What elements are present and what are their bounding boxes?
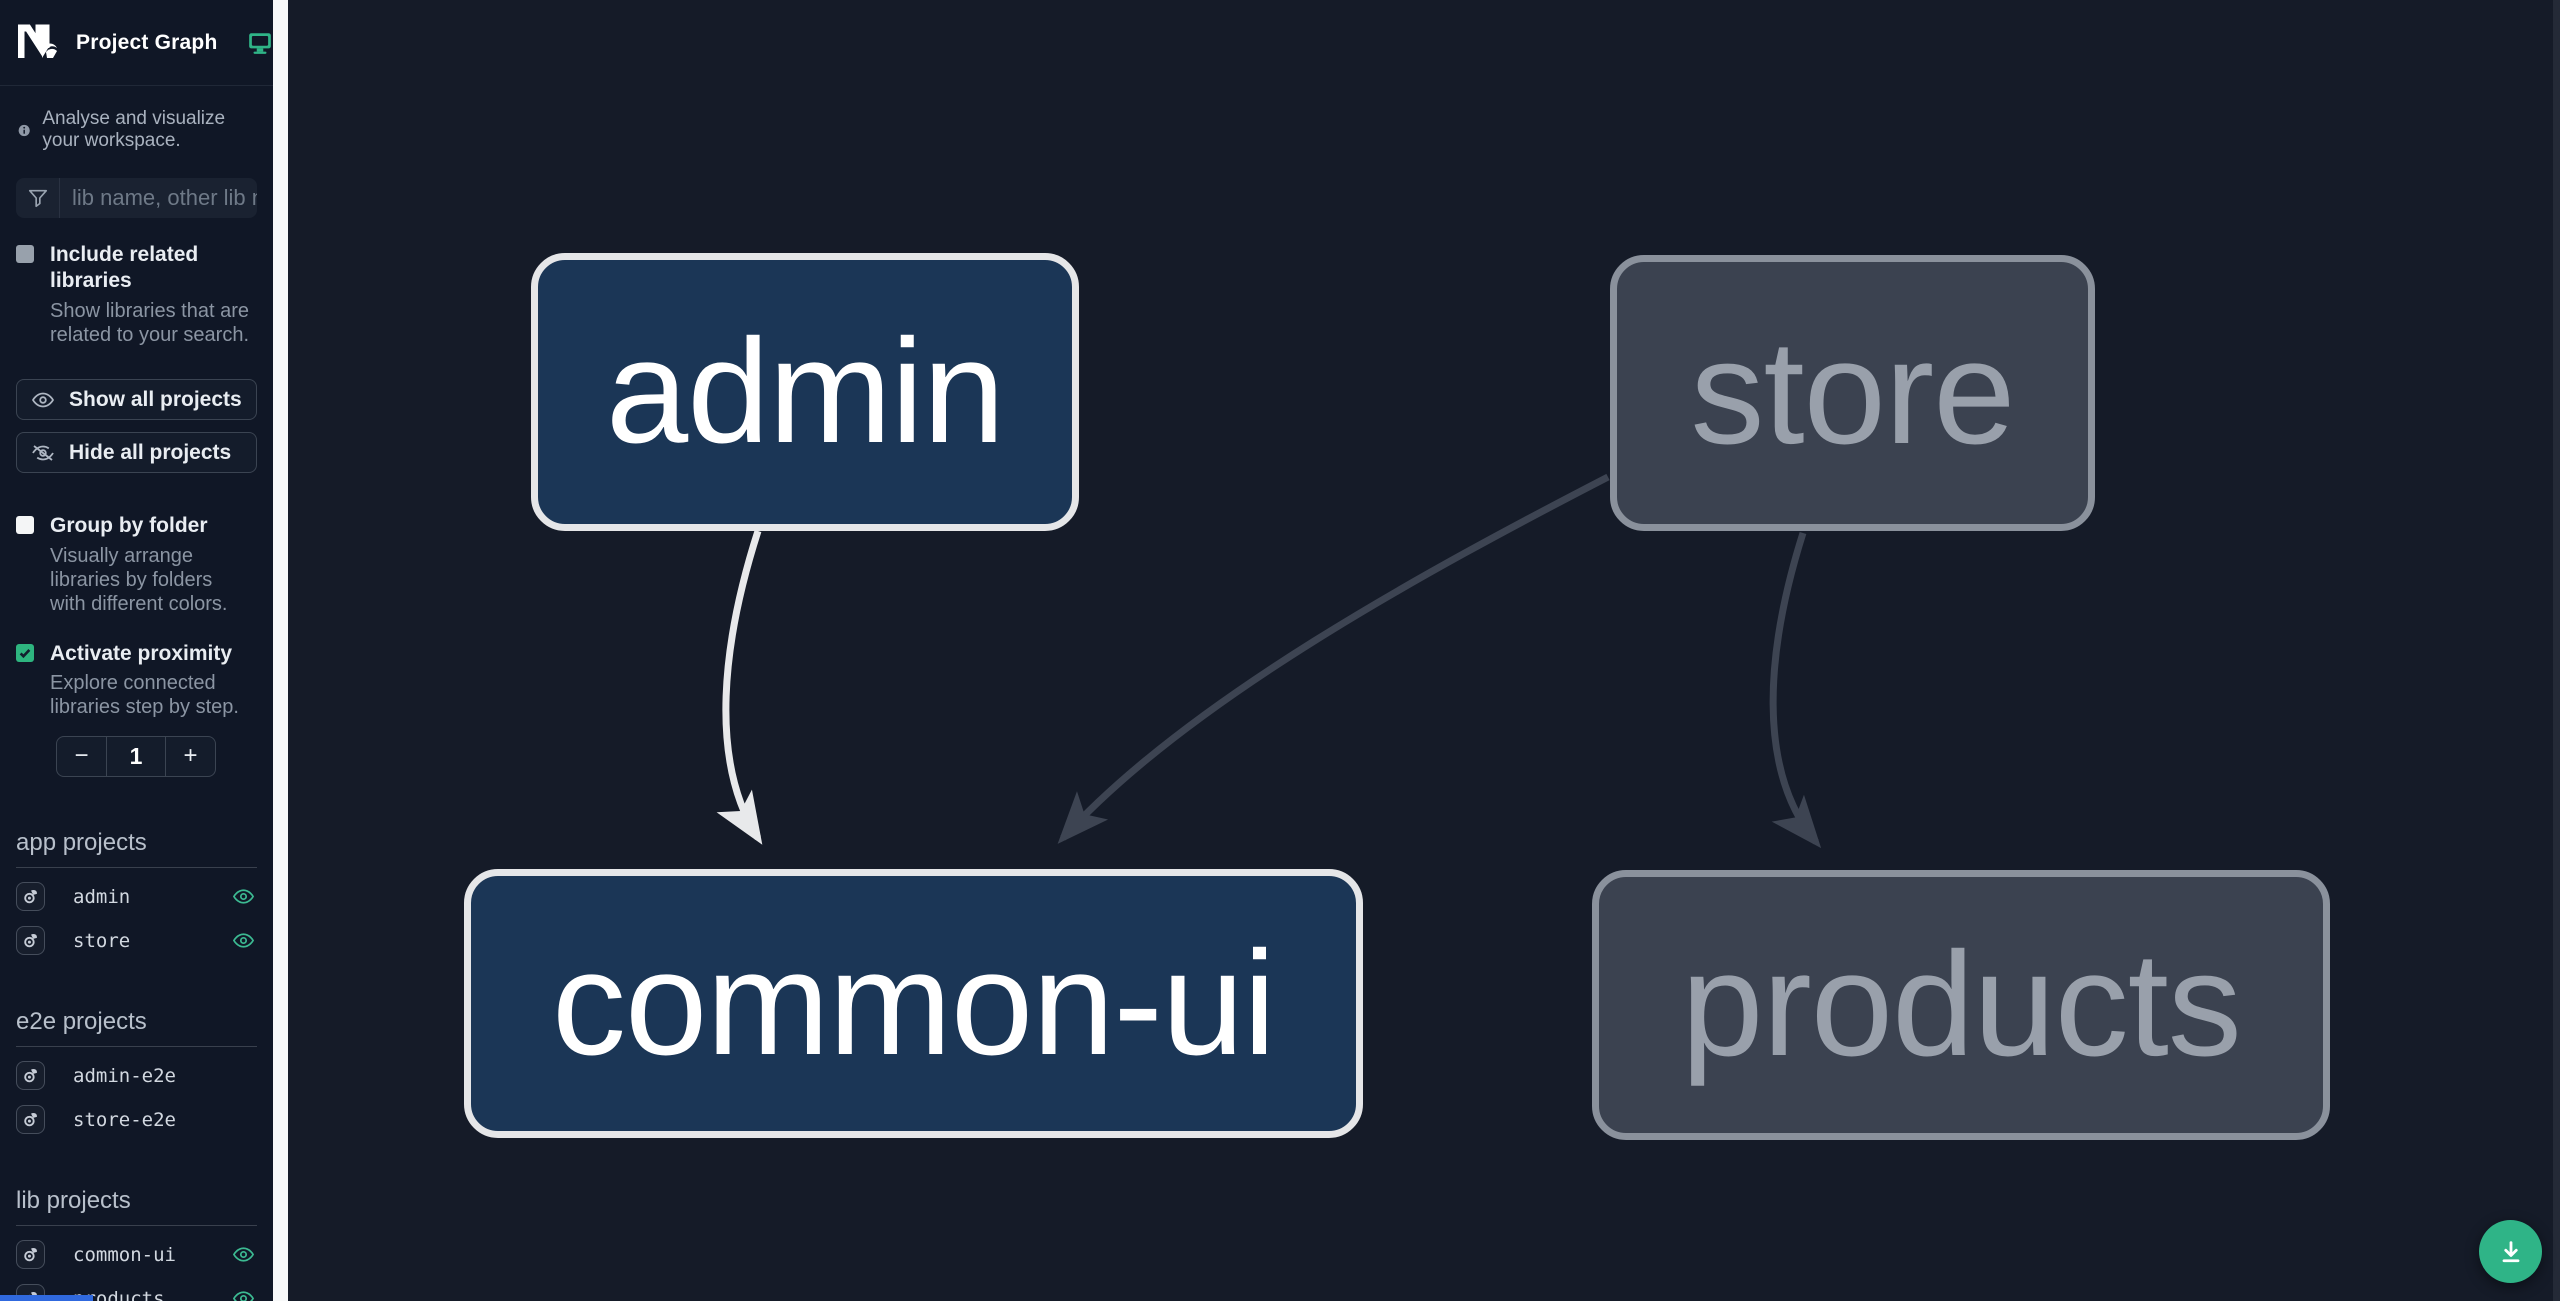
section-lib-projects: lib projects common-ui — [0, 1187, 273, 1301]
project-name[interactable]: store — [73, 929, 131, 952]
eye-icon — [31, 392, 55, 408]
node-label: admin — [605, 309, 1005, 474]
graph-node-admin[interactable]: admin — [531, 253, 1079, 531]
project-name[interactable]: common-ui — [73, 1243, 176, 1266]
graph-node-products[interactable]: products — [1592, 870, 2330, 1140]
proximity-depth-value: 1 — [106, 736, 166, 776]
node-label: common-ui — [552, 920, 1276, 1086]
focus-project-button[interactable] — [16, 1240, 45, 1270]
graph-node-common-ui[interactable]: common-ui — [464, 869, 1363, 1138]
sidebar: Project Graph Analyse and visualize your… — [0, 0, 273, 1301]
horizontal-scrollbar-thumb[interactable] — [0, 1295, 93, 1301]
section-app-projects: app projects admin — [0, 829, 273, 956]
search-box — [16, 178, 257, 218]
activate-proximity-description: Explore connected libraries step by step… — [50, 671, 239, 719]
include-related-label: Include related libraries — [50, 243, 199, 293]
download-graph-button[interactable] — [2479, 1220, 2542, 1283]
group-by-folder-description: Visually arrange libraries by folders wi… — [50, 544, 228, 616]
focus-project-button[interactable] — [16, 1061, 45, 1091]
search-input[interactable] — [60, 178, 257, 218]
project-name[interactable]: store-e2e — [73, 1108, 176, 1131]
group-by-folder-option: Group by folder Visually arrange librari… — [0, 473, 273, 616]
focus-icon — [24, 934, 37, 948]
edge-store-to-products[interactable] — [1769, 531, 1822, 849]
project-name[interactable]: admin-e2e — [73, 1064, 176, 1087]
check-icon — [19, 648, 31, 658]
node-label: products — [1681, 922, 2242, 1087]
focus-icon — [24, 1113, 37, 1127]
system-theme-button[interactable] — [247, 30, 273, 56]
info-icon — [18, 124, 30, 136]
focus-icon — [24, 1248, 37, 1262]
focus-icon — [24, 1069, 37, 1083]
activate-proximity-checkbox[interactable] — [16, 643, 34, 662]
project-row-admin: admin — [16, 882, 257, 912]
graph-canvas[interactable]: admin store common-ui products — [288, 0, 2560, 1301]
focus-icon — [24, 890, 37, 904]
visibility-eye-icon[interactable] — [232, 1243, 255, 1266]
hide-all-projects-button[interactable]: Hide all projects — [16, 432, 257, 474]
visibility-eye-icon[interactable] — [232, 1287, 255, 1301]
tagline-text: Analyse and visualize your workspace. — [42, 108, 226, 151]
monitor-icon — [249, 32, 272, 54]
focus-project-button[interactable] — [16, 882, 45, 912]
project-name[interactable]: admin — [73, 885, 131, 908]
section-e2e-projects: e2e projects admin-e2e store-e2e — [0, 1008, 273, 1135]
filter-funnel-icon — [16, 178, 60, 218]
increment-button[interactable]: + — [166, 737, 215, 776]
show-all-projects-button[interactable]: Show all projects — [16, 379, 257, 421]
visibility-eye-icon[interactable] — [232, 885, 255, 908]
project-row-store-e2e: store-e2e — [16, 1105, 257, 1135]
tagline: Analyse and visualize your workspace. — [0, 86, 273, 152]
group-by-folder-checkbox[interactable] — [16, 516, 34, 535]
section-title: e2e projects — [16, 1008, 257, 1047]
download-icon — [2502, 1240, 2519, 1262]
include-related-checkbox[interactable] — [16, 245, 34, 263]
vertical-scrollbar-track[interactable] — [2553, 0, 2560, 1301]
sidebar-divider — [273, 0, 288, 1301]
activate-proximity-label: Activate proximity — [50, 641, 233, 665]
edge-admin-to-common-ui[interactable] — [716, 529, 763, 845]
focus-project-button[interactable] — [16, 1105, 45, 1135]
activate-proximity-option: Activate proximity Explore connected lib… — [0, 617, 273, 720]
section-title: lib projects — [16, 1187, 257, 1226]
include-related-option: Include related libraries Show libraries… — [0, 218, 273, 347]
decrement-button[interactable]: − — [57, 737, 106, 776]
app-title: Project Graph — [76, 30, 218, 54]
project-row-admin-e2e: admin-e2e — [16, 1061, 257, 1091]
hide-all-projects-label: Hide all projects — [69, 440, 232, 464]
project-row-common-ui: common-ui — [16, 1240, 257, 1270]
focus-project-button[interactable] — [16, 926, 45, 956]
nx-logo — [18, 24, 57, 58]
show-all-projects-label: Show all projects — [69, 387, 242, 411]
edge-store-to-common-ui[interactable] — [1057, 473, 1610, 844]
graph-node-store[interactable]: store — [1610, 255, 2095, 531]
section-title: app projects — [16, 829, 257, 868]
sidebar-header: Project Graph — [0, 0, 273, 86]
proximity-depth-stepper: − 1 + — [56, 735, 216, 777]
eye-off-icon — [32, 445, 54, 461]
visibility-eye-icon[interactable] — [232, 929, 255, 952]
project-name[interactable]: products — [73, 1287, 165, 1301]
group-by-folder-label: Group by folder — [50, 514, 208, 538]
node-label: store — [1690, 310, 2015, 475]
include-related-description: Show libraries that are related to your … — [50, 299, 249, 346]
dependency-edges — [716, 473, 1822, 849]
project-row-store: store — [16, 926, 257, 956]
